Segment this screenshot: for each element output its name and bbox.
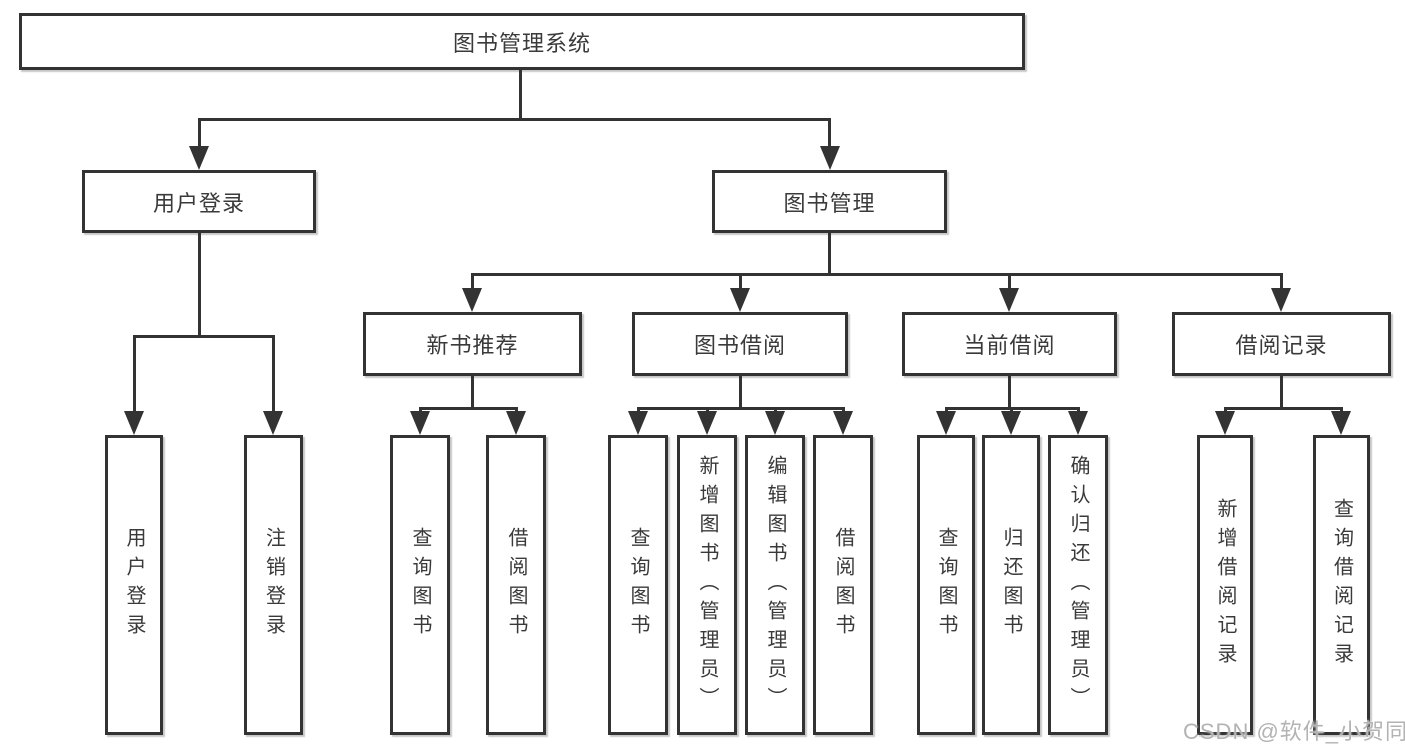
connector-line (739, 273, 742, 290)
connector-line (739, 376, 742, 407)
arrowhead-icon (833, 411, 853, 435)
connector-line (133, 335, 275, 338)
connector-line (1280, 273, 1283, 290)
arrowhead-icon (936, 411, 956, 435)
node-book-management: 图书管理 (712, 170, 947, 233)
leaf-query-books-borrow: 查询图书 (608, 435, 668, 735)
leaf-confirm-return-admin: 确认归还（管理员） (1048, 435, 1108, 735)
connector-line (1224, 407, 1343, 410)
leaf-label: 确认归还（管理员） (1067, 454, 1089, 716)
arrowhead-icon (820, 146, 840, 170)
arrowhead-icon (999, 288, 1019, 312)
leaf-logout: 注销登录 (244, 435, 303, 735)
node-borrow-records: 借阅记录 (1172, 312, 1391, 376)
connector-line (272, 335, 275, 413)
connector-line (1008, 376, 1011, 407)
arrowhead-icon (462, 288, 482, 312)
arrowhead-icon (410, 411, 430, 435)
connector-line (471, 273, 1283, 276)
leaf-label: 查询图书 (935, 527, 957, 643)
node-book-borrow: 图书借阅 (632, 312, 848, 376)
connector-line (471, 273, 474, 290)
leaf-user-login: 用户登录 (105, 435, 163, 735)
arrowhead-icon (1331, 411, 1351, 435)
node-label: 图书管理系统 (452, 30, 591, 56)
arrowhead-icon (506, 411, 526, 435)
connector-line (1280, 376, 1283, 407)
connector-line (828, 233, 831, 273)
leaf-label: 查询图书 (627, 527, 649, 643)
leaf-label: 编辑图书（管理员） (764, 454, 786, 716)
arrowhead-icon (189, 146, 209, 170)
leaf-label: 注销登录 (262, 527, 285, 643)
connector-line (198, 118, 201, 148)
node-label: 用户登录 (152, 190, 245, 216)
connector-line (198, 118, 831, 121)
arrowhead-icon (765, 411, 785, 435)
arrowhead-icon (697, 411, 717, 435)
arrowhead-icon (1215, 411, 1235, 435)
leaf-label: 借阅图书 (832, 527, 854, 643)
node-label: 借阅记录 (1235, 333, 1328, 358)
leaf-label: 新增图书（管理员） (696, 454, 718, 716)
leaf-query-books-recommend: 查询图书 (390, 435, 450, 735)
arrowhead-icon (1271, 288, 1291, 312)
leaf-add-borrow-record: 新增借阅记录 (1197, 435, 1253, 735)
leaf-borrow-books-recommend: 借阅图书 (486, 435, 546, 735)
node-root: 图书管理系统 (19, 13, 1025, 70)
node-current-borrow: 当前借阅 (902, 312, 1117, 376)
node-user-login: 用户登录 (82, 170, 316, 233)
connector-line (637, 407, 845, 410)
leaf-label: 用户登录 (123, 527, 145, 643)
node-label: 新书推荐 (426, 333, 519, 358)
connector-line (828, 118, 831, 148)
leaf-label: 借阅图书 (505, 527, 527, 643)
arrowhead-icon (1068, 411, 1088, 435)
leaf-label: 查询图书 (409, 527, 431, 643)
connector-line (471, 376, 474, 407)
watermark: CSDN @软件_小贺同学 (1183, 719, 1405, 744)
node-label: 图书借阅 (693, 333, 786, 358)
leaf-label: 新增借阅记录 (1214, 498, 1236, 672)
leaf-borrow-books-2: 借阅图书 (813, 435, 873, 735)
node-label: 图书管理 (783, 190, 876, 216)
arrowhead-icon (628, 411, 648, 435)
connector-line (133, 335, 136, 413)
leaf-label: 查询借阅记录 (1330, 498, 1353, 672)
connector-line (419, 407, 518, 410)
node-label: 当前借阅 (963, 333, 1056, 358)
node-new-book-recommend: 新书推荐 (363, 312, 582, 376)
leaf-label: 归还图书 (1000, 527, 1022, 643)
leaf-add-book-admin: 新增图书（管理员） (677, 435, 737, 735)
arrowhead-icon (263, 411, 283, 435)
connector-line (519, 70, 522, 118)
arrowhead-icon (1001, 411, 1021, 435)
leaf-return-books: 归还图书 (982, 435, 1040, 735)
connector-line (198, 233, 201, 335)
leaf-query-borrow-record: 查询借阅记录 (1313, 435, 1370, 735)
connector-line (1008, 273, 1011, 290)
arrowhead-icon (124, 411, 144, 435)
leaf-query-books-current: 查询图书 (917, 435, 975, 735)
leaf-edit-book-admin: 编辑图书（管理员） (745, 435, 805, 735)
arrowhead-icon (730, 288, 750, 312)
